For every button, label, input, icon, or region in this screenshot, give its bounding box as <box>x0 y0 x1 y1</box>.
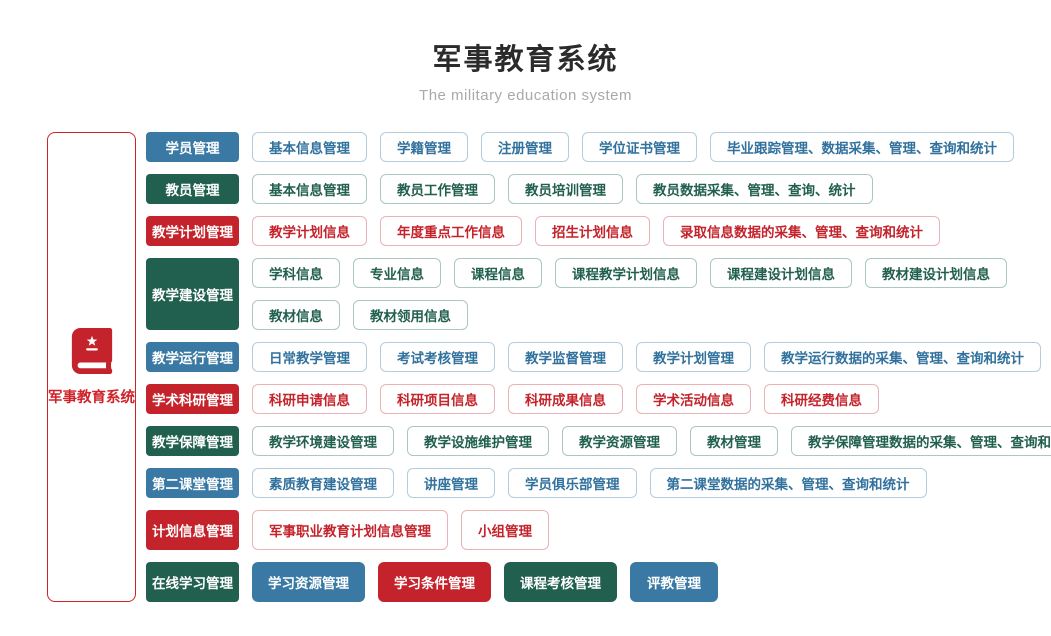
item-button[interactable]: 科研项目信息 <box>380 384 495 414</box>
item-button[interactable]: 教员工作管理 <box>380 174 495 204</box>
row-line: 教学计划信息年度重点工作信息招生计划信息录取信息数据的采集、管理、查询和统计 <box>252 216 940 246</box>
category-button[interactable]: 在线学习管理 <box>146 562 239 602</box>
book-star-icon <box>71 327 112 374</box>
item-button[interactable]: 教员培训管理 <box>508 174 623 204</box>
row-lines: 学科信息专业信息课程信息课程教学计划信息课程建设计划信息教材建设计划信息教材信息… <box>252 258 1007 330</box>
category-button[interactable]: 学员管理 <box>146 132 239 162</box>
item-button[interactable]: 年度重点工作信息 <box>380 216 522 246</box>
root-node-label: 军事教育系统 <box>48 389 135 406</box>
item-button[interactable]: 评教管理 <box>630 562 718 602</box>
row: 教学保障管理教学环境建设管理教学设施维护管理教学资源管理教材管理教学保障管理数据… <box>146 426 1051 456</box>
item-button[interactable]: 教学环境建设管理 <box>252 426 394 456</box>
rows: 学员管理基本信息管理学籍管理注册管理学位证书管理毕业跟踪管理、数据采集、管理、查… <box>146 132 1051 602</box>
item-button[interactable]: 教学运行数据的采集、管理、查询和统计 <box>764 342 1041 372</box>
item-button[interactable]: 学科信息 <box>252 258 340 288</box>
row-lines: 学习资源管理学习条件管理课程考核管理评教管理 <box>252 562 718 602</box>
item-button[interactable]: 第二课堂数据的采集、管理、查询和统计 <box>649 468 927 498</box>
row-line: 素质教育建设管理讲座管理学员俱乐部管理第二课堂数据的采集、管理、查询和统计 <box>252 468 927 498</box>
item-button[interactable]: 学员俱乐部管理 <box>508 468 637 498</box>
page-title: 军事教育系统 <box>432 44 619 76</box>
item-button[interactable]: 基本信息管理 <box>252 132 367 162</box>
row-line: 教材信息教材领用信息 <box>252 300 1007 330</box>
item-button[interactable]: 教学计划信息 <box>252 216 367 246</box>
root-node[interactable]: 军事教育系统 <box>47 132 136 602</box>
row: 教学运行管理日常教学管理考试考核管理教学监督管理教学计划管理教学运行数据的采集、… <box>146 342 1051 372</box>
row: 在线学习管理学习资源管理学习条件管理课程考核管理评教管理 <box>146 562 1051 602</box>
row-line: 日常教学管理考试考核管理教学监督管理教学计划管理教学运行数据的采集、管理、查询和… <box>252 342 1041 372</box>
row: 教学计划管理教学计划信息年度重点工作信息招生计划信息录取信息数据的采集、管理、查… <box>146 216 1051 246</box>
category-button[interactable]: 教学建设管理 <box>146 258 239 330</box>
item-button[interactable]: 课程建设计划信息 <box>710 258 852 288</box>
row-lines: 教学环境建设管理教学设施维护管理教学资源管理教材管理教学保障管理数据的采集、管理… <box>252 426 1051 456</box>
item-button[interactable]: 考试考核管理 <box>380 342 495 372</box>
row-lines: 科研申请信息科研项目信息科研成果信息学术活动信息科研经费信息 <box>252 384 879 414</box>
row: 教员管理基本信息管理教员工作管理教员培训管理教员数据采集、管理、查询、统计 <box>146 174 1051 204</box>
item-button[interactable]: 课程教学计划信息 <box>555 258 697 288</box>
item-button[interactable]: 毕业跟踪管理、数据采集、管理、查询和统计 <box>710 132 1014 162</box>
row-line: 教学环境建设管理教学设施维护管理教学资源管理教材管理教学保障管理数据的采集、管理… <box>252 426 1051 456</box>
category-button[interactable]: 学术科研管理 <box>146 384 239 414</box>
item-button[interactable]: 教材建设计划信息 <box>865 258 1007 288</box>
row-lines: 军事职业教育计划信息管理小组管理 <box>252 510 549 550</box>
row-line: 基本信息管理教员工作管理教员培训管理教员数据采集、管理、查询、统计 <box>252 174 873 204</box>
item-button[interactable]: 讲座管理 <box>407 468 495 498</box>
item-button[interactable]: 素质教育建设管理 <box>252 468 394 498</box>
row-line: 军事职业教育计划信息管理小组管理 <box>252 510 549 550</box>
item-button[interactable]: 教学监督管理 <box>508 342 623 372</box>
item-button[interactable]: 教员数据采集、管理、查询、统计 <box>636 174 873 204</box>
item-button[interactable]: 招生计划信息 <box>535 216 650 246</box>
item-button[interactable]: 教材信息 <box>252 300 340 330</box>
item-button[interactable]: 学术活动信息 <box>636 384 751 414</box>
category-button[interactable]: 第二课堂管理 <box>146 468 239 498</box>
row: 学术科研管理科研申请信息科研项目信息科研成果信息学术活动信息科研经费信息 <box>146 384 1051 414</box>
item-button[interactable]: 小组管理 <box>461 510 549 550</box>
row-line: 基本信息管理学籍管理注册管理学位证书管理毕业跟踪管理、数据采集、管理、查询和统计 <box>252 132 1014 162</box>
item-button[interactable]: 教学资源管理 <box>562 426 677 456</box>
row: 学员管理基本信息管理学籍管理注册管理学位证书管理毕业跟踪管理、数据采集、管理、查… <box>146 132 1051 162</box>
item-button[interactable]: 科研经费信息 <box>764 384 879 414</box>
item-button[interactable]: 教材领用信息 <box>353 300 468 330</box>
category-button[interactable]: 教学计划管理 <box>146 216 239 246</box>
category-button[interactable]: 计划信息管理 <box>146 510 239 550</box>
item-button[interactable]: 专业信息 <box>353 258 441 288</box>
row-line: 科研申请信息科研项目信息科研成果信息学术活动信息科研经费信息 <box>252 384 879 414</box>
item-button[interactable]: 科研成果信息 <box>508 384 623 414</box>
item-button[interactable]: 教学保障管理数据的采集、管理、查询和统计 <box>791 426 1051 456</box>
category-button[interactable]: 教学保障管理 <box>146 426 239 456</box>
item-button[interactable]: 军事职业教育计划信息管理 <box>252 510 448 550</box>
item-button[interactable]: 科研申请信息 <box>252 384 367 414</box>
item-button[interactable]: 教学计划管理 <box>636 342 751 372</box>
item-button[interactable]: 录取信息数据的采集、管理、查询和统计 <box>663 216 940 246</box>
item-button[interactable]: 基本信息管理 <box>252 174 367 204</box>
row-line: 学科信息专业信息课程信息课程教学计划信息课程建设计划信息教材建设计划信息 <box>252 258 1007 288</box>
row-lines: 教学计划信息年度重点工作信息招生计划信息录取信息数据的采集、管理、查询和统计 <box>252 216 940 246</box>
row-line: 学习资源管理学习条件管理课程考核管理评教管理 <box>252 562 718 602</box>
item-button[interactable]: 学籍管理 <box>380 132 468 162</box>
row-lines: 素质教育建设管理讲座管理学员俱乐部管理第二课堂数据的采集、管理、查询和统计 <box>252 468 927 498</box>
row-lines: 基本信息管理教员工作管理教员培训管理教员数据采集、管理、查询、统计 <box>252 174 873 204</box>
item-button[interactable]: 教材管理 <box>690 426 778 456</box>
page-subtitle: The military education system <box>419 87 632 104</box>
row: 教学建设管理学科信息专业信息课程信息课程教学计划信息课程建设计划信息教材建设计划… <box>146 258 1051 330</box>
item-button[interactable]: 学习资源管理 <box>252 562 365 602</box>
row: 第二课堂管理素质教育建设管理讲座管理学员俱乐部管理第二课堂数据的采集、管理、查询… <box>146 468 1051 498</box>
diagram: 军事教育系统 学员管理基本信息管理学籍管理注册管理学位证书管理毕业跟踪管理、数据… <box>47 132 1051 602</box>
category-button[interactable]: 教学运行管理 <box>146 342 239 372</box>
item-button[interactable]: 课程考核管理 <box>504 562 617 602</box>
item-button[interactable]: 注册管理 <box>481 132 569 162</box>
row-lines: 基本信息管理学籍管理注册管理学位证书管理毕业跟踪管理、数据采集、管理、查询和统计 <box>252 132 1014 162</box>
item-button[interactable]: 学位证书管理 <box>582 132 697 162</box>
page-header: 军事教育系统 The military education system <box>0 0 1051 104</box>
item-button[interactable]: 学习条件管理 <box>378 562 491 602</box>
category-button[interactable]: 教员管理 <box>146 174 239 204</box>
row-lines: 日常教学管理考试考核管理教学监督管理教学计划管理教学运行数据的采集、管理、查询和… <box>252 342 1041 372</box>
item-button[interactable]: 课程信息 <box>454 258 542 288</box>
item-button[interactable]: 教学设施维护管理 <box>407 426 549 456</box>
row: 计划信息管理军事职业教育计划信息管理小组管理 <box>146 510 1051 550</box>
item-button[interactable]: 日常教学管理 <box>252 342 367 372</box>
